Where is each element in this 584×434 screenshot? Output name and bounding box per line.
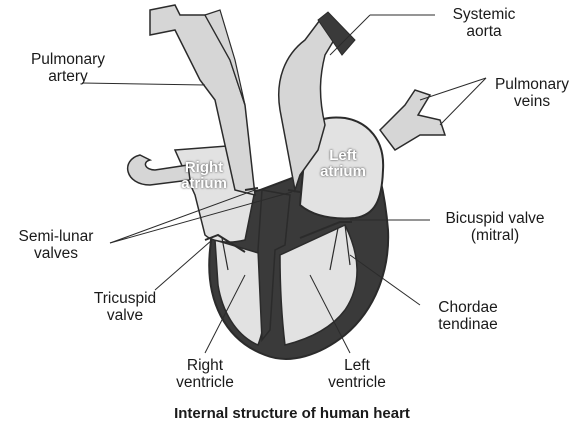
label-bicuspid-line1: Bicuspid valve	[420, 210, 570, 227]
label-pulmonary-veins: Pulmonary veins	[482, 76, 582, 110]
label-semi-lunar-line2: valves	[0, 245, 112, 262]
label-systemic-aorta-line1: Systemic	[432, 6, 536, 23]
label-right-atrium: Right atrium	[172, 160, 236, 192]
label-left-atrium: Left atrium	[308, 148, 378, 180]
label-tricuspid-line2: valve	[80, 307, 170, 324]
leader-pv-1	[420, 78, 486, 100]
label-chordae-line1: Chordae	[418, 299, 518, 316]
label-right-ventricle-line2: ventricle	[160, 374, 250, 391]
label-left-atrium-line1: Left	[308, 148, 378, 164]
label-left-atrium-line2: atrium	[308, 164, 378, 180]
label-right-ventricle-line1: Right	[160, 357, 250, 374]
label-tricuspid-line1: Tricuspid	[80, 290, 170, 307]
pulmonary-veins-vessel	[380, 90, 445, 150]
diagram-caption: Internal structure of human heart	[0, 405, 584, 422]
label-left-ventricle: Left ventricle	[312, 357, 402, 391]
label-pulmonary-artery: Pulmonary artery	[6, 51, 130, 85]
label-right-ventricle: Right ventricle	[160, 357, 250, 391]
label-chordae-line2: tendinae	[418, 316, 518, 333]
label-semi-lunar-valves: Semi-lunar valves	[0, 228, 112, 262]
label-semi-lunar-line1: Semi-lunar	[0, 228, 112, 245]
label-tricuspid-valve: Tricuspid valve	[80, 290, 170, 324]
label-bicuspid-valve: Bicuspid valve (mitral)	[420, 210, 570, 244]
label-left-ventricle-line1: Left	[312, 357, 402, 374]
label-systemic-aorta-line2: aorta	[432, 23, 536, 40]
label-systemic-aorta: Systemic aorta	[432, 6, 536, 40]
label-pulmonary-veins-line1: Pulmonary	[482, 76, 582, 93]
label-right-atrium-line1: Right	[172, 160, 236, 176]
label-left-ventricle-line2: ventricle	[312, 374, 402, 391]
leader-pv-2	[440, 78, 486, 125]
label-chordae-tendinae: Chordae tendinae	[418, 299, 518, 333]
label-bicuspid-line2: (mitral)	[420, 227, 570, 244]
label-right-atrium-line2: atrium	[172, 176, 236, 192]
leader-tricuspid	[155, 240, 212, 290]
label-pulmonary-veins-line2: veins	[482, 93, 582, 110]
label-pulmonary-artery-line1: Pulmonary	[6, 51, 130, 68]
label-pulmonary-artery-line2: artery	[6, 68, 130, 85]
